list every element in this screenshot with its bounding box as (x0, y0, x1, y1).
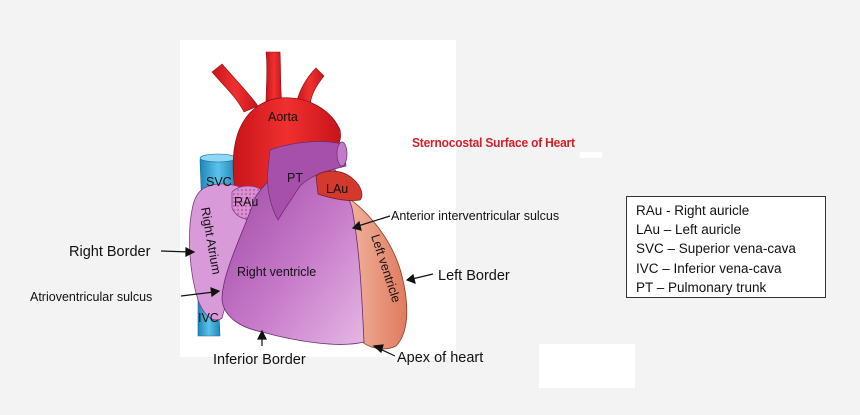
aortic-branch-right (295, 67, 325, 109)
left-auricle (315, 170, 363, 201)
callout-right-border: Right Border (69, 244, 151, 260)
arrowhead-left-border (405, 273, 416, 284)
arrowhead-av-sulcus (210, 287, 221, 298)
callout-av-sulcus: Atrioventricular sulcus (30, 290, 152, 304)
callout-anterior-sulcus: Anterior interventricular sulcus (391, 209, 559, 223)
legend-item-rau: RAu - Right auricle (636, 203, 750, 218)
legend-item-lau: LAu – Left auricle (636, 222, 742, 238)
label-lau: LAu (326, 182, 348, 196)
label-right-ventricle: Right ventricle (237, 265, 316, 279)
arrow-av-sulcus (180, 291, 215, 297)
arrowhead-apex (372, 344, 384, 354)
callout-apex: Apex of heart (397, 350, 483, 366)
label-pt: PT (287, 171, 303, 185)
pulmonary-trunk (267, 141, 347, 221)
arrow-anterior-sulcus (357, 215, 391, 227)
blank-panel-top (580, 152, 602, 158)
arrowhead-inferior-border (257, 329, 267, 340)
blank-panel-bottom (539, 344, 635, 388)
legend-item-svc: SVC – Superior vena-cava (636, 241, 796, 257)
pt-opening (336, 141, 348, 167)
aortic-branch-middle (265, 51, 283, 105)
callout-left-border: Left Border (438, 268, 510, 284)
label-ivc: IVC (198, 311, 219, 325)
callout-arrows (160, 215, 434, 357)
diagram-title: Sternocostal Surface of Heart (412, 135, 575, 150)
callout-inferior-border: Inferior Border (213, 352, 306, 368)
label-rau: RAu (234, 195, 258, 209)
legend-item-ivc: IVC – Inferior vena-cava (636, 260, 782, 276)
legend-box: RAu - Right auricle LAu – Left auricle S… (626, 196, 826, 298)
svc-opening (199, 153, 237, 163)
arrow-right-border (160, 250, 191, 253)
arrow-left-border (411, 273, 434, 280)
aortic-branch-left (211, 63, 259, 113)
arrowhead-right-border (185, 247, 196, 257)
label-aorta: Aorta (268, 110, 298, 124)
label-svc: SVC (206, 175, 232, 189)
legend-item-pt: PT – Pulmonary trunk (636, 279, 767, 295)
arrowhead-anterior-sulcus (351, 220, 362, 231)
